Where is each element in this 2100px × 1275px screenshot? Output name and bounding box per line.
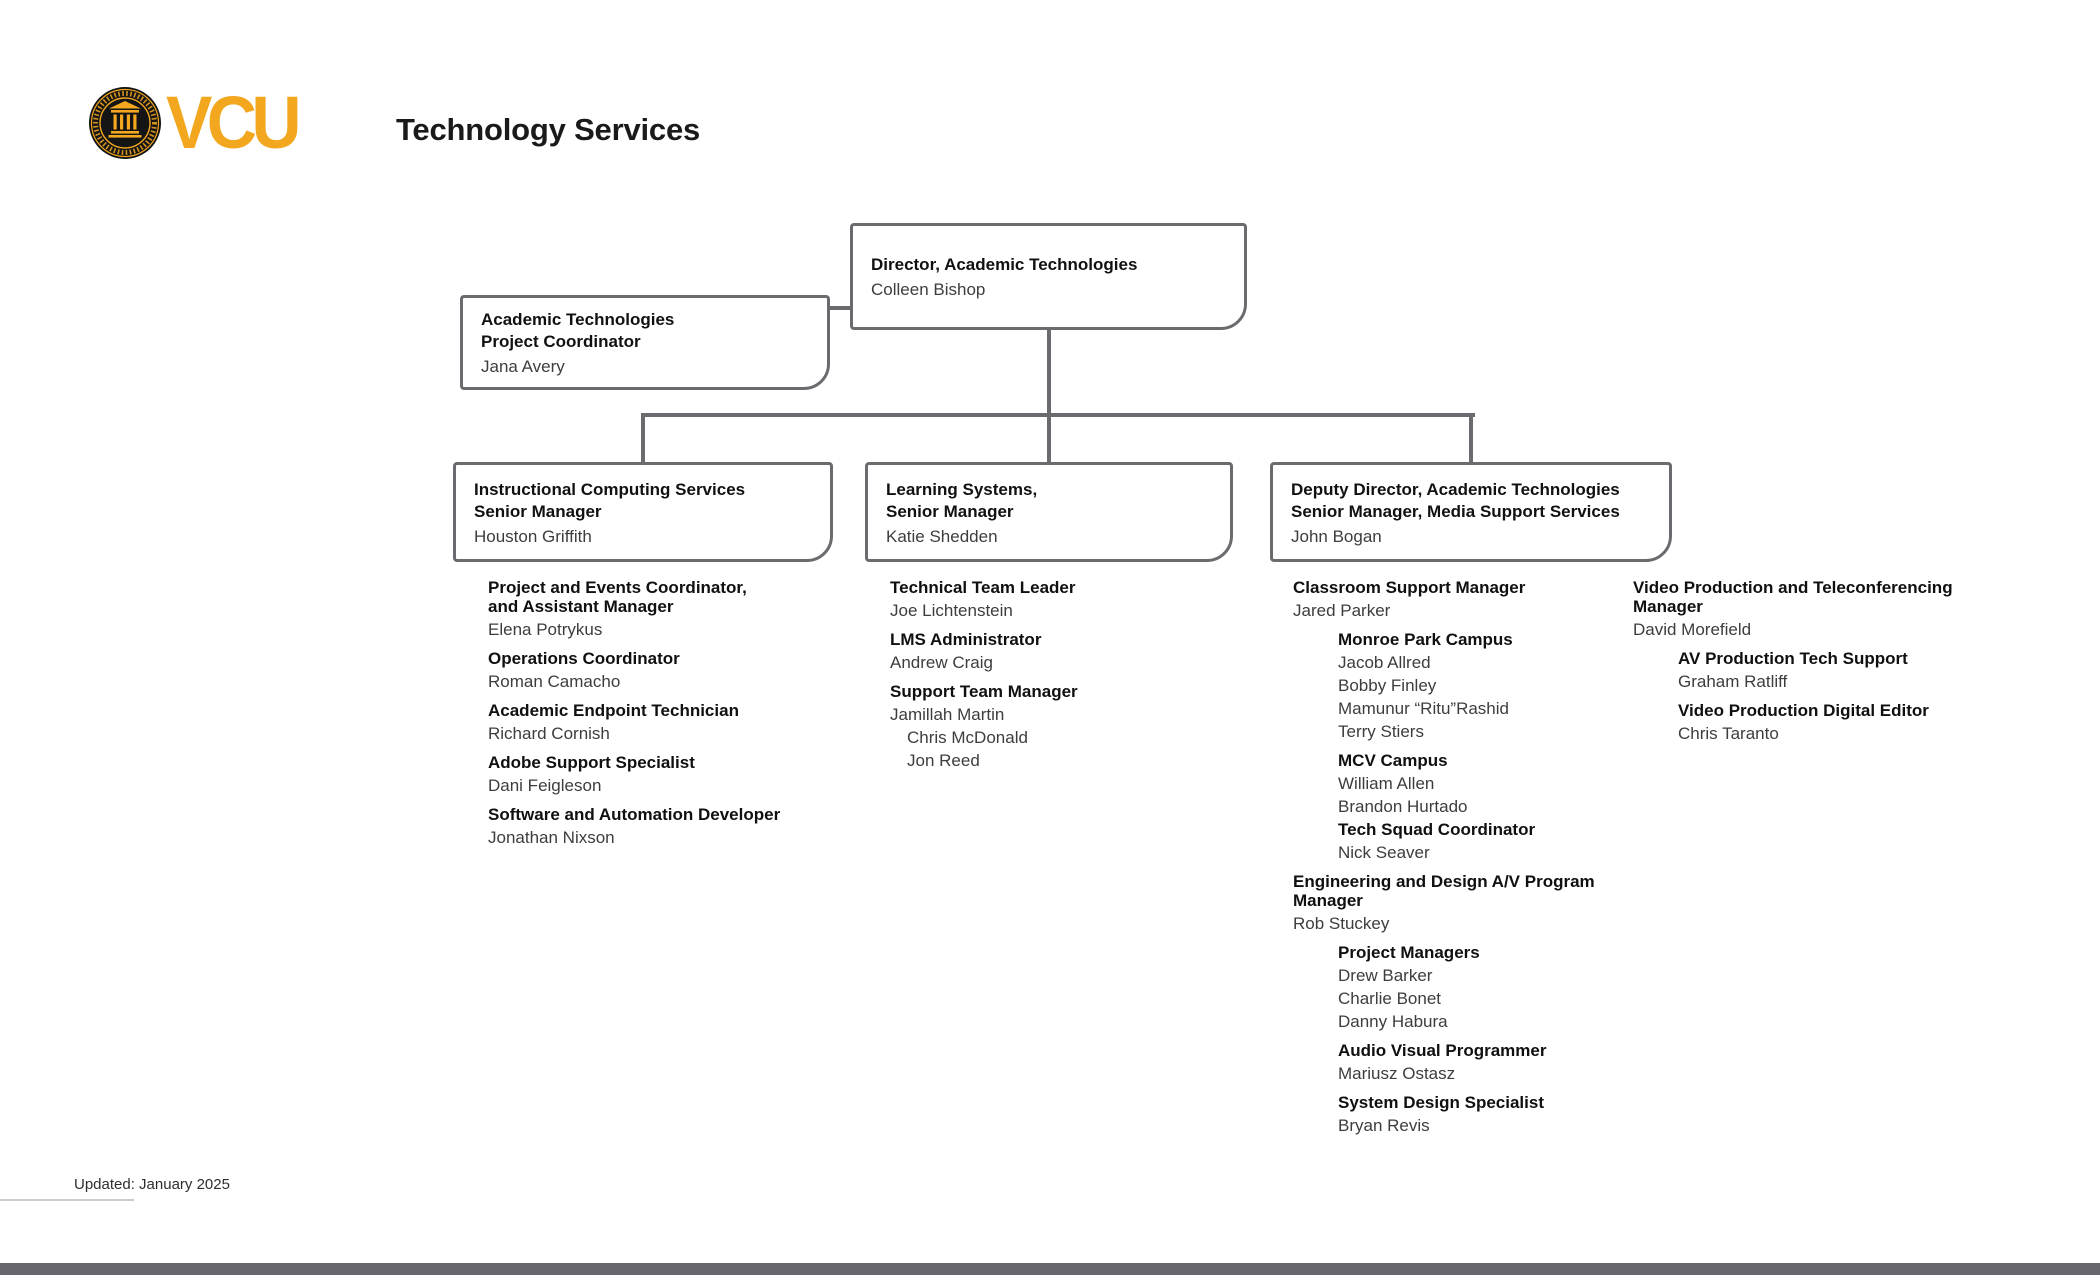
vcu-seal-icon — [89, 87, 161, 159]
footer-bar — [0, 1263, 2100, 1275]
staff-title: Support Team Manager — [890, 682, 1078, 701]
staff-title: Video Production and Teleconferencing — [1633, 578, 1953, 597]
connector-director-drop — [1047, 328, 1051, 415]
staff-title: and Assistant Manager — [488, 597, 674, 616]
staff-name: Graham Ratliff — [1678, 672, 1788, 691]
staff-name: Danny Habura — [1338, 1012, 1448, 1031]
vcu-wordmark: VCU — [166, 81, 302, 164]
staff-title: Academic Endpoint Technician — [488, 701, 739, 720]
org-box-title: Deputy Director, Academic Technologies — [1291, 479, 1620, 499]
org-box-title: Project Coordinator — [481, 332, 641, 351]
org-box-title: Senior Manager — [474, 501, 602, 521]
org-box-name: Katie Shedden — [886, 526, 998, 546]
staff-title: Project and Events Coordinator, — [488, 578, 747, 597]
staff-name: Joe Lichtenstein — [890, 601, 1013, 620]
staff-title: Audio Visual Programmer — [1338, 1041, 1547, 1060]
staff-name: William Allen — [1338, 774, 1435, 793]
updated-underline-rule — [0, 1199, 134, 1201]
page-title: Technology Services — [396, 112, 701, 147]
staff-title: MCV Campus — [1338, 751, 1448, 770]
staff-name: Richard Cornish — [488, 724, 610, 743]
staff-name: Andrew Craig — [890, 653, 993, 672]
org-box-project-coordinator: Academic Technologies Project Coordinato… — [460, 295, 830, 390]
staff-title: Adobe Support Specialist — [488, 753, 695, 772]
staff-name: Jonathan Nixson — [488, 828, 615, 847]
staff-name: Terry Stiers — [1338, 722, 1424, 741]
updated-date-label: Updated: January 2025 — [74, 1176, 230, 1193]
staff-name: Dani Feigleson — [488, 776, 602, 795]
staff-title: Technical Team Leader — [890, 578, 1076, 597]
staff-title: Project Managers — [1338, 943, 1480, 962]
staff-title: Tech Squad Coordinator — [1338, 820, 1536, 839]
staff-name: Drew Barker — [1338, 966, 1433, 985]
staff-title: Manager — [1293, 891, 1363, 910]
org-box-title: Director, Academic Technologies — [871, 255, 1138, 274]
staff-title: Manager — [1633, 597, 1703, 616]
connector-stub-learning — [1047, 415, 1051, 464]
staff-name: Jamillah Martin — [890, 705, 1005, 724]
org-box-deputy-director: Deputy Director, Academic Technologies S… — [1270, 462, 1672, 562]
staff-name: Brandon Hurtado — [1338, 797, 1468, 816]
org-box-instructional-computing: Instructional Computing Services Senior … — [453, 462, 833, 562]
connector-stub-deputy — [1469, 415, 1473, 464]
staff-name: Mariusz Ostasz — [1338, 1064, 1456, 1083]
staff-title: Engineering and Design A/V Program — [1293, 872, 1595, 891]
staff-name: Chris McDonald — [907, 728, 1028, 747]
staff-title: Operations Coordinator — [488, 649, 680, 668]
staff-name: Jon Reed — [907, 751, 980, 770]
staff-column-instructional: Project and Events Coordinator,and Assis… — [488, 576, 838, 849]
org-box-title: Learning Systems, — [886, 479, 1038, 499]
vcu-logo: VCU — [88, 86, 304, 160]
staff-name: Bryan Revis — [1338, 1116, 1430, 1135]
staff-name: Elena Potrykus — [488, 620, 603, 639]
staff-title: Monroe Park Campus — [1338, 630, 1513, 649]
staff-title: Classroom Support Manager — [1293, 578, 1526, 597]
org-box-name: Colleen Bishop — [871, 280, 986, 299]
org-box-learning-systems: Learning Systems, Senior Manager Katie S… — [865, 462, 1233, 562]
org-box-name: John Bogan — [1291, 526, 1382, 546]
staff-name: Jacob Allred — [1338, 653, 1431, 672]
org-box-title: Academic Technologies — [481, 310, 675, 329]
connector-stub-instructional — [641, 415, 645, 464]
staff-title: LMS Administrator — [890, 630, 1042, 649]
staff-name: Nick Seaver — [1338, 843, 1430, 862]
org-box-name: Houston Griffith — [474, 526, 592, 546]
staff-title: System Design Specialist — [1338, 1093, 1544, 1112]
connector-coordinator-line — [826, 306, 854, 310]
staff-name: Chris Taranto — [1678, 724, 1779, 743]
org-box-name: Jana Avery — [481, 357, 565, 376]
staff-name: David Morefield — [1633, 620, 1752, 639]
staff-title: Video Production Digital Editor — [1678, 701, 1929, 720]
staff-title: Software and Automation Developer — [488, 805, 781, 824]
staff-name: Mamunur “Ritu”Rashid — [1338, 699, 1509, 718]
staff-name: Jared Parker — [1293, 601, 1391, 620]
org-box-director: Director, Academic Technologies Colleen … — [850, 223, 1247, 330]
staff-name: Charlie Bonet — [1338, 989, 1442, 1008]
staff-name: Roman Camacho — [488, 672, 621, 691]
connector-horizontal-rail — [641, 413, 1475, 417]
staff-name: Rob Stuckey — [1293, 914, 1390, 933]
staff-title: AV Production Tech Support — [1678, 649, 1908, 668]
org-box-title: Senior Manager, Media Support Services — [1291, 501, 1620, 521]
org-box-title: Instructional Computing Services — [474, 479, 746, 499]
staff-name: Bobby Finley — [1338, 676, 1437, 695]
org-box-title: Senior Manager — [886, 501, 1014, 521]
